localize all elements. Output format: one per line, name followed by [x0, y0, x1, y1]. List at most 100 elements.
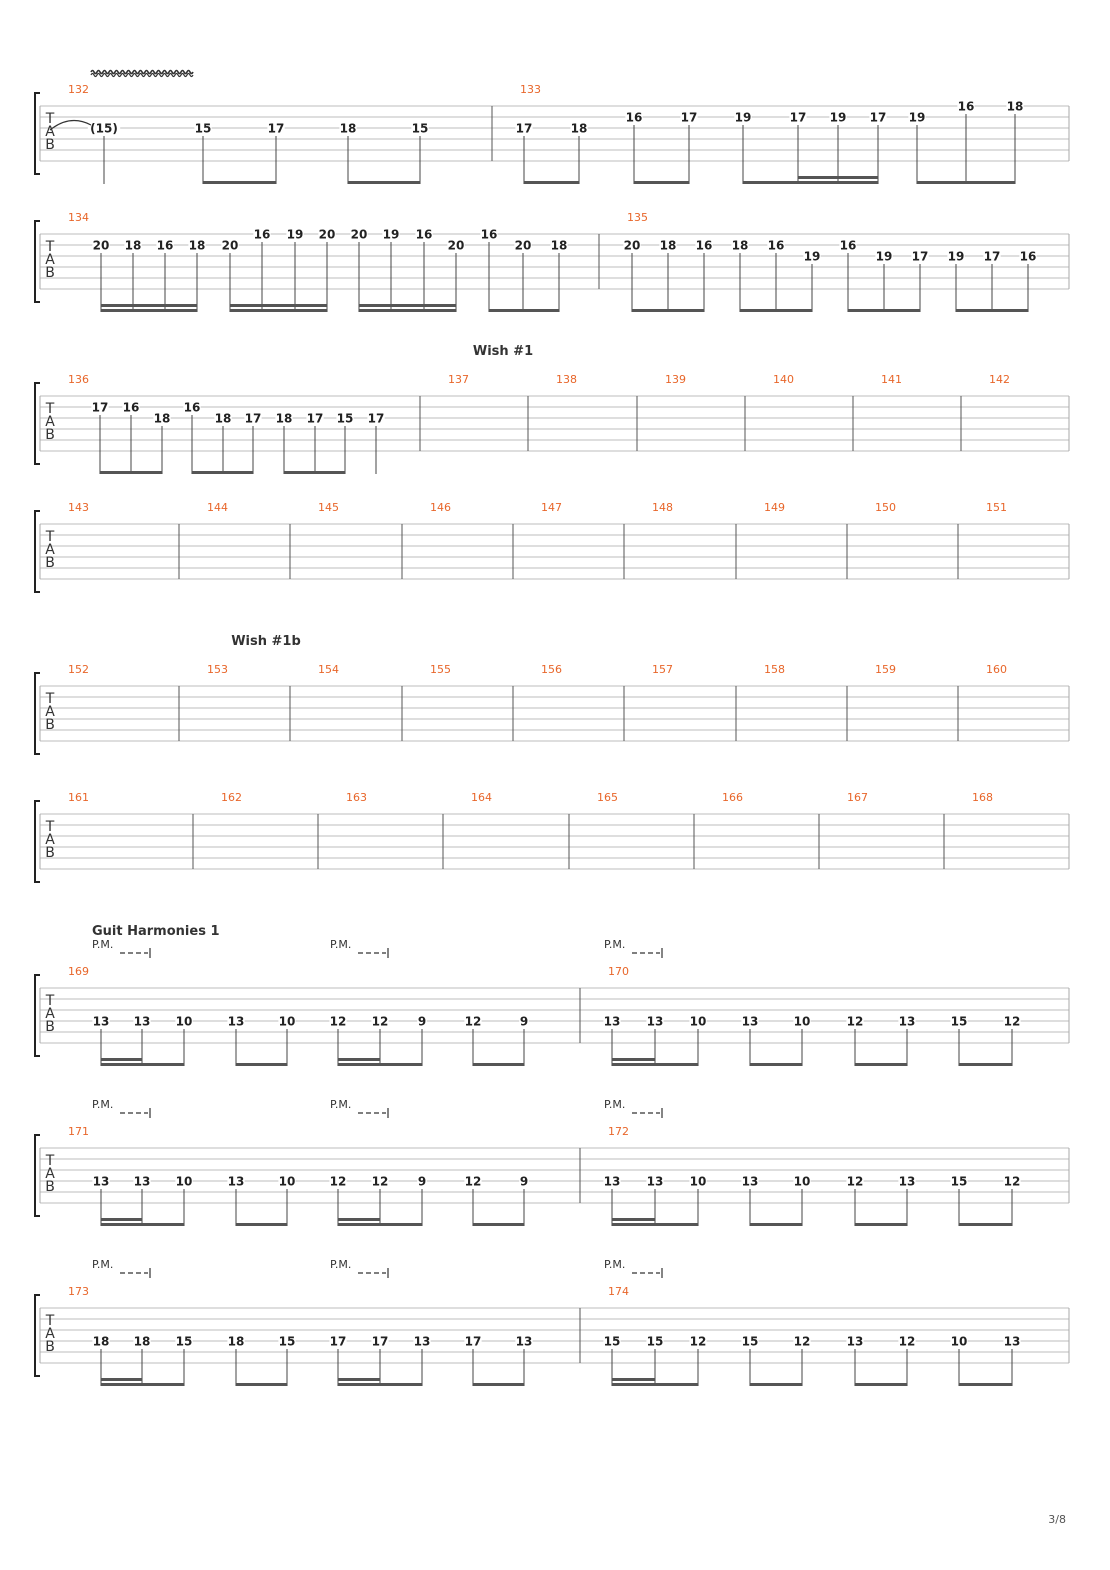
beam	[956, 309, 1028, 312]
measure-number: 138	[556, 373, 577, 386]
fret-knockout	[122, 401, 140, 413]
fret-knockout	[480, 228, 498, 240]
fret-number: 19	[804, 250, 821, 264]
beam-secondary	[338, 1218, 380, 1221]
fret-number: 16	[157, 239, 174, 253]
fret-number: 18	[93, 1335, 110, 1349]
palm-mute-label: P.M.	[604, 1098, 625, 1111]
fret-number: 18	[571, 122, 588, 136]
fret-knockout	[741, 1175, 759, 1187]
fret-knockout	[519, 1015, 529, 1027]
fret-number: 13	[604, 1015, 621, 1029]
beam-secondary	[612, 1378, 655, 1381]
fret-number: 15	[195, 122, 212, 136]
fret-number: 16	[123, 401, 140, 415]
palm-mute-label: P.M.	[330, 1258, 351, 1271]
measure-number: 148	[652, 501, 673, 514]
fret-number: 12	[372, 1175, 389, 1189]
fret-number: 13	[93, 1175, 110, 1189]
fret-number: 17	[268, 122, 285, 136]
fret-number: 13	[742, 1175, 759, 1189]
measure-number: 153	[207, 663, 228, 676]
fret-knockout	[603, 1015, 621, 1027]
fret-number: 15	[337, 412, 354, 426]
fret-knockout	[221, 239, 239, 251]
fret-number: 17	[372, 1335, 389, 1349]
measure-number: 164	[471, 791, 492, 804]
fret-number: 18	[340, 122, 357, 136]
section-title: Wish #1b	[231, 634, 301, 649]
beam	[473, 1383, 524, 1386]
fret-knockout	[570, 122, 588, 134]
fret-knockout	[156, 239, 174, 251]
fret-number: 17	[790, 111, 807, 125]
tab-clef-letter: T	[45, 819, 55, 835]
fret-knockout	[415, 228, 433, 240]
beam	[612, 1383, 698, 1386]
fret-knockout	[413, 1335, 431, 1347]
fret-number: 13	[228, 1175, 245, 1189]
fret-knockout	[124, 239, 142, 251]
fret-number: 9	[418, 1175, 426, 1189]
fret-knockout	[286, 228, 304, 240]
fret-knockout	[306, 412, 324, 424]
fret-knockout	[227, 1015, 245, 1027]
fret-knockout	[908, 111, 926, 123]
fret-knockout	[133, 1175, 151, 1187]
fret-number: 12	[847, 1175, 864, 1189]
beam	[192, 471, 253, 474]
palm-mute-label: P.M.	[604, 1258, 625, 1271]
fret-knockout	[603, 1335, 621, 1347]
tab-clef-letter: T	[45, 691, 55, 707]
beam	[959, 1383, 1012, 1386]
measure-number: 135	[627, 211, 648, 224]
fret-knockout	[695, 239, 713, 251]
fret-knockout	[793, 1335, 811, 1347]
fret-number: 13	[134, 1015, 151, 1029]
measure-number: 152	[68, 663, 89, 676]
tab-clef-letter: T	[45, 239, 55, 255]
fret-number: 20	[515, 239, 532, 253]
bend-curve	[49, 119, 92, 131]
fret-knockout	[515, 122, 533, 134]
tab-clef-letter: B	[45, 845, 55, 861]
fret-knockout	[153, 412, 171, 424]
beam	[473, 1063, 524, 1066]
fret-knockout	[318, 228, 336, 240]
fret-knockout	[188, 239, 206, 251]
fret-knockout	[1006, 100, 1024, 112]
fret-knockout	[646, 1175, 664, 1187]
tab-clef-letter: B	[45, 1339, 55, 1355]
beam	[959, 1223, 1012, 1226]
fret-knockout	[515, 1335, 533, 1347]
fret-number: 10	[279, 1175, 296, 1189]
system-bracket	[34, 220, 40, 303]
fret-number: 18	[228, 1335, 245, 1349]
palm-mute-label: P.M.	[92, 1098, 113, 1111]
fret-knockout	[741, 1015, 759, 1027]
fret-knockout	[91, 401, 109, 413]
fret-knockout	[846, 1335, 864, 1347]
fret-knockout	[789, 111, 807, 123]
fret-number: 13	[228, 1015, 245, 1029]
fret-knockout	[767, 239, 785, 251]
fret-number: 17	[516, 122, 533, 136]
fret-knockout	[623, 239, 641, 251]
measure-number: 133	[520, 83, 541, 96]
measure-number: 143	[68, 501, 89, 514]
tab-clef-letter: A	[45, 1006, 55, 1022]
fret-number: 19	[383, 228, 400, 242]
beam	[338, 1063, 422, 1066]
fret-number: 12	[465, 1175, 482, 1189]
measure-number: 151	[986, 501, 1007, 514]
fret-number: 16	[481, 228, 498, 242]
fret-knockout	[329, 1335, 347, 1347]
tab-clef-letter: A	[45, 832, 55, 848]
fret-number: 18	[660, 239, 677, 253]
fret-knockout	[950, 1175, 968, 1187]
beam	[473, 1223, 524, 1226]
measure-number: 155	[430, 663, 451, 676]
measure-number: 134	[68, 211, 89, 224]
fret-knockout	[329, 1175, 347, 1187]
